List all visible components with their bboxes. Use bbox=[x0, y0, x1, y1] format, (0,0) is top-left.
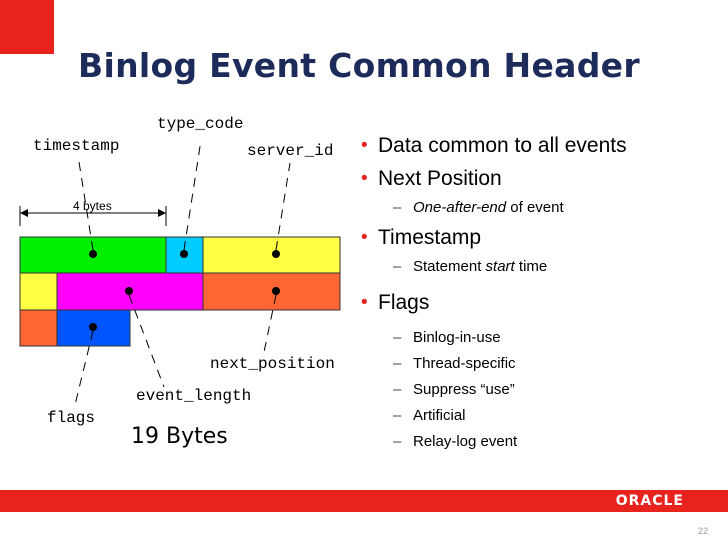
leader-next-position bbox=[263, 294, 277, 353]
width-annotation: 4 bytes bbox=[73, 199, 112, 213]
corner-accent bbox=[0, 0, 54, 54]
label-type-code: type_code bbox=[157, 115, 244, 133]
dot-next-position bbox=[272, 287, 280, 295]
label-next-position: next_position bbox=[210, 355, 335, 373]
bullet-data-common: Data common to all events bbox=[361, 129, 720, 162]
sub-bullet-thread-specific: Thread-specific bbox=[393, 351, 720, 377]
label-event-length: event_length bbox=[136, 387, 252, 405]
sub-bullet-relay-log-event: Relay-log event bbox=[393, 429, 720, 455]
leader-flags bbox=[73, 330, 94, 410]
field-next-position-part1 bbox=[202, 272, 341, 311]
label-timestamp: timestamp bbox=[33, 137, 120, 155]
field-server-id-part2 bbox=[19, 272, 58, 311]
label-flags: flags bbox=[47, 409, 96, 427]
header-layout-diagram bbox=[19, 139, 341, 410]
dim-arrow-left bbox=[20, 209, 28, 217]
total-size-label: 19 Bytes bbox=[131, 424, 228, 449]
sub-bullet-artificial: Artificial bbox=[393, 403, 720, 429]
sub-bullet-suppress-use: Suppress “use” bbox=[393, 377, 720, 403]
dot-timestamp bbox=[89, 250, 97, 258]
oracle-logo: ORACLE bbox=[615, 493, 684, 509]
footer-bar bbox=[0, 490, 728, 512]
dot-server-id bbox=[272, 250, 280, 258]
sub-bullet-one-after-end: One-after-end of event bbox=[393, 195, 720, 221]
slide-title: Binlog Event Common Header bbox=[78, 46, 640, 85]
bullet-flags: Flags bbox=[361, 286, 720, 319]
bullet-timestamp: Timestamp bbox=[361, 221, 720, 254]
sub-bullet-binlog-in-use: Binlog-in-use bbox=[393, 325, 720, 351]
page-number: 22 bbox=[697, 526, 708, 536]
dot-type-code bbox=[180, 250, 188, 258]
label-server-id: server_id bbox=[247, 142, 334, 160]
bullet-list: Data common to all events Next Position … bbox=[360, 129, 720, 455]
leader-event-length bbox=[128, 294, 165, 388]
field-next-position-part2 bbox=[19, 309, 58, 347]
leader-type-code bbox=[183, 139, 202, 251]
sub-bullet-statement-start: Statement start time bbox=[393, 254, 720, 280]
dot-flags bbox=[89, 323, 97, 331]
dim-arrow-right bbox=[158, 209, 166, 217]
dot-event-length bbox=[125, 287, 133, 295]
bullet-next-position: Next Position bbox=[361, 162, 720, 195]
field-server-id-part1 bbox=[202, 236, 341, 274]
